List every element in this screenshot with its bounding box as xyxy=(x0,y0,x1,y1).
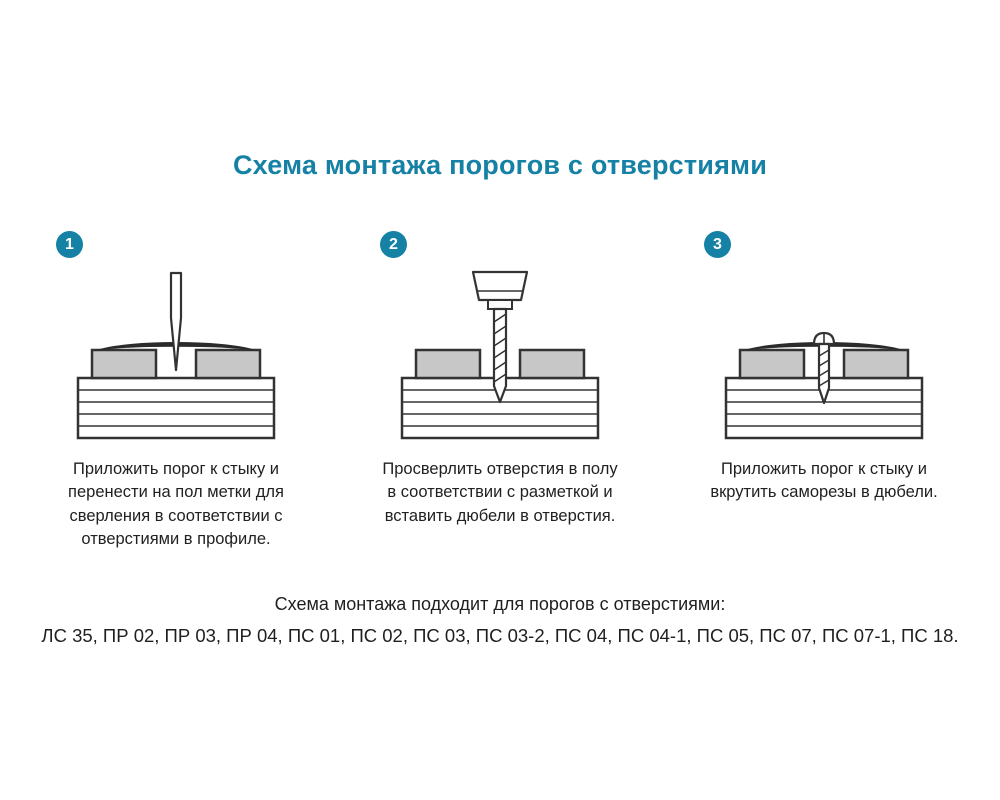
step-2-illustration xyxy=(400,270,600,440)
steps-row: 1 Приложить порог к стыку и перенести на… xyxy=(0,231,1000,552)
step-3-illustration xyxy=(724,331,924,440)
floor-covering xyxy=(738,348,910,380)
threshold-profile xyxy=(97,342,255,351)
floor-covering xyxy=(90,348,262,380)
page-title: Схема монтажа порогов с отверстиями xyxy=(232,150,768,180)
step-3-number-badge: 3 xyxy=(704,231,731,258)
step-1-number-badge: 1 xyxy=(56,231,83,258)
floor-base xyxy=(76,376,276,440)
step-1: 1 Приложить порог к стыку и перенести на… xyxy=(50,231,302,552)
footer-models-list: ЛС 35, ПР 02, ПР 03, ПР 04, ПС 01, ПС 02… xyxy=(41,624,959,646)
screw-icon xyxy=(812,331,836,405)
floor-covering xyxy=(414,348,586,380)
footer: Схема монтажа подходит для порогов с отв… xyxy=(0,594,1000,647)
step-2: 2 xyxy=(374,231,626,528)
step-3-description: Приложить порог к стыку и вкрутить самор… xyxy=(710,460,938,502)
step-1-description: Приложить порог к стыку и перенести на п… xyxy=(68,460,284,549)
step-1-illustration xyxy=(76,271,276,440)
step-2-number-badge: 2 xyxy=(380,231,407,258)
step-2-description: Просверлить отверстия в полу в соответст… xyxy=(382,460,618,525)
awl-tool-icon xyxy=(169,271,183,372)
drill-tool-icon xyxy=(471,270,529,404)
footer-note: Схема монтажа подходит для порогов с отв… xyxy=(274,593,726,614)
threshold-profile xyxy=(745,342,903,351)
step-3: 3 xyxy=(698,231,950,505)
